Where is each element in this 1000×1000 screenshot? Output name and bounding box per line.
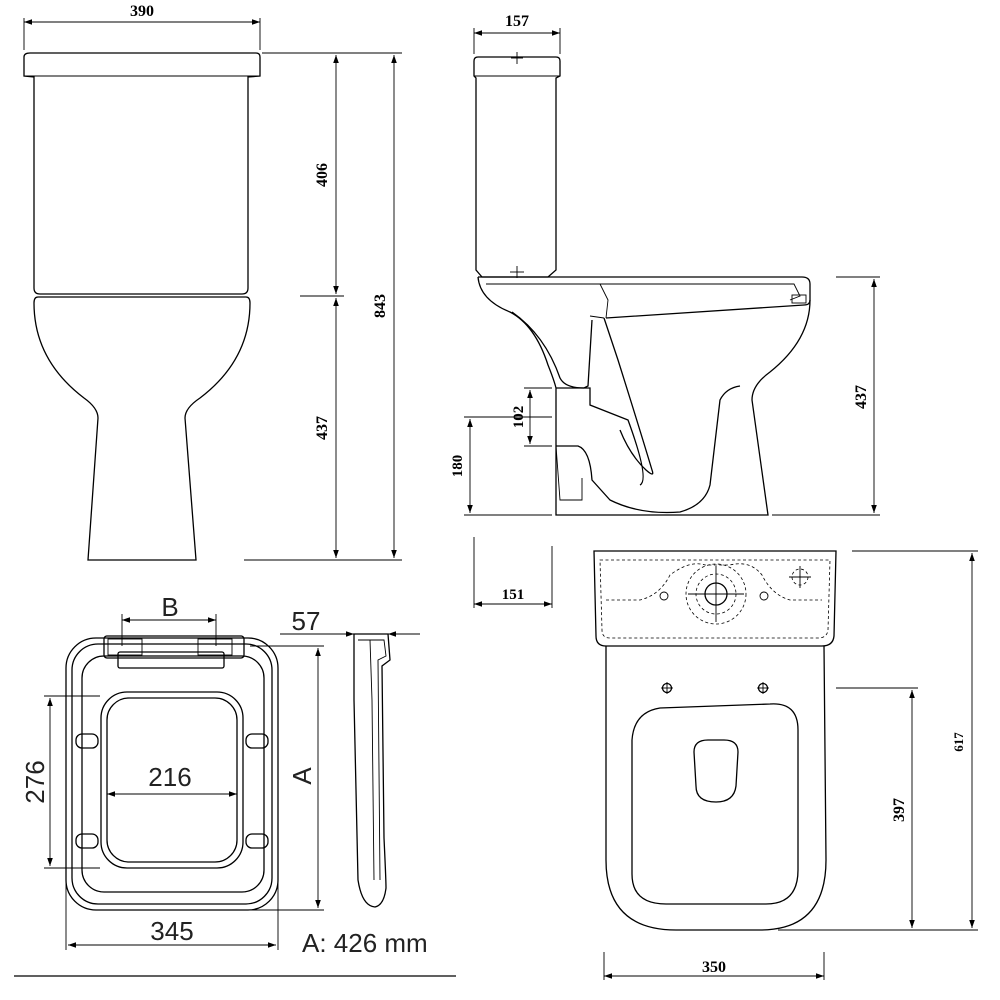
front-width-label: 390 [130, 3, 154, 20]
seat-outer-width-label: 345 [150, 916, 193, 946]
side-outlet-offset-label: 151 [502, 587, 525, 603]
side-tank [473, 56, 561, 278]
front-total-height-label: 843 [372, 294, 389, 318]
top-bowl-length-label: 397 [891, 798, 908, 822]
side-outlet-height-label: 180 [450, 455, 466, 478]
front-bowl [33, 296, 251, 561]
front-view: 390 406 437 843 [23, 3, 402, 561]
top-bowl [605, 645, 827, 931]
seat-length-note: A: 426 mm [302, 928, 428, 958]
seat-view: B 57 276 216 A 345 A: 426 mm [14, 592, 456, 977]
side-view: 157 437 102 180 151 [450, 13, 880, 608]
seat-opening-height-label: 276 [20, 760, 50, 803]
seat-length-label: A [287, 767, 317, 785]
top-cistern [593, 550, 837, 647]
front-tank [23, 52, 261, 295]
seat-opening-width-label: 216 [148, 762, 191, 792]
top-total-length-label: 617 [951, 732, 966, 752]
side-bowl-height-label: 437 [853, 385, 870, 409]
side-bowl [477, 276, 811, 516]
front-bowl-height-label: 437 [314, 416, 331, 440]
top-width-label: 350 [702, 959, 726, 976]
top-view: 350 397 617 [593, 550, 978, 980]
side-tank-depth-label: 157 [505, 13, 529, 30]
seat-depth-label: 57 [292, 606, 321, 636]
seat-hinge-label: B [161, 592, 178, 622]
front-tank-height-label: 406 [314, 163, 331, 187]
